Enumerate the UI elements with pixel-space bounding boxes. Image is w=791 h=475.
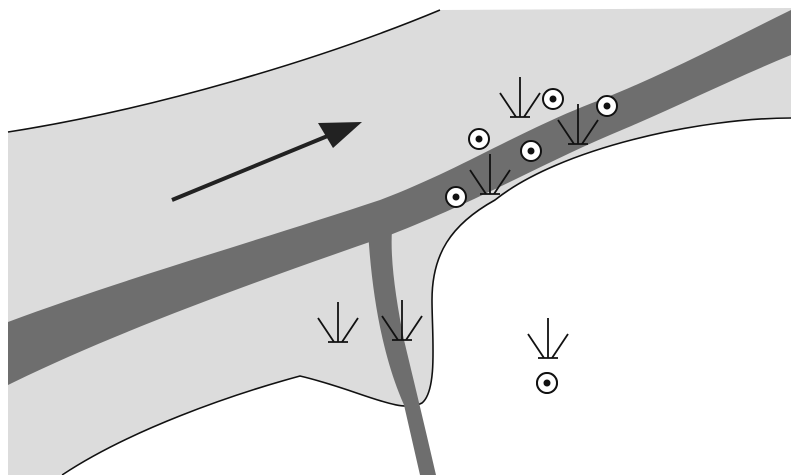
dot-in-circle-icon xyxy=(543,89,563,109)
dot-in-circle-icon xyxy=(537,373,557,393)
dot-in-circle-icon xyxy=(446,187,466,207)
dot-in-circle-icon xyxy=(469,129,489,149)
dot-in-circle-icon xyxy=(521,141,541,161)
marsh-vegetation-icon xyxy=(528,318,568,358)
dot-in-circle-icon xyxy=(597,96,617,116)
